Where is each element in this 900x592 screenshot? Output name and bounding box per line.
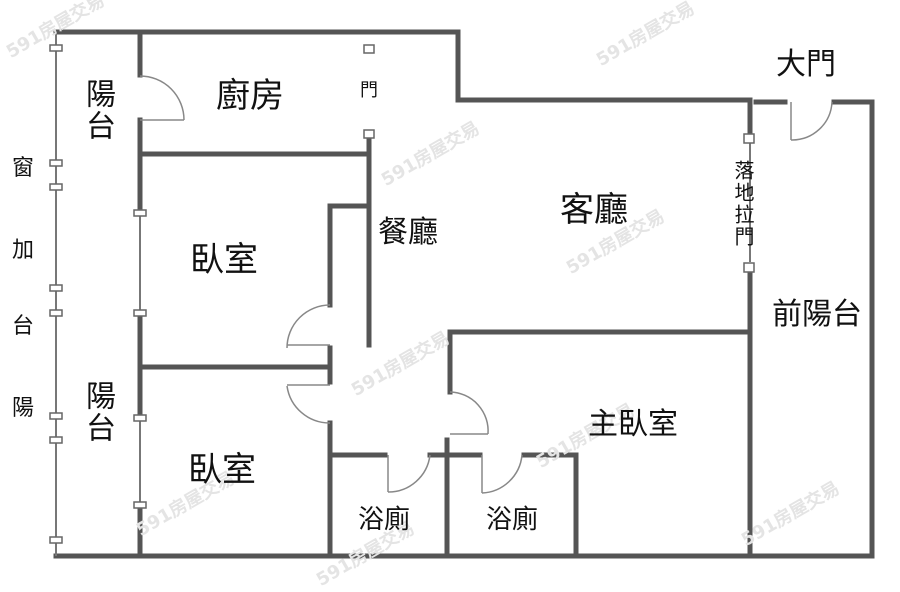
balcony-window-char: 陽 [12,396,35,421]
room-label-bedroom-2: 臥室 [188,450,256,490]
kitchen-door-label: 門 [357,80,378,100]
sliding-door-label: 落地拉門 [731,160,755,248]
room-label-kitchen: 廚房 [216,76,284,116]
balcony-window-char: 加 [12,238,35,263]
room-label-back-balcony-lower: 陽台 [80,380,115,444]
room-label-bedroom-1: 臥室 [190,240,258,280]
room-label-bathroom-2: 浴廁 [486,505,539,535]
window-markers [49,44,755,544]
walls [53,29,875,559]
room-label-back-balcony-upper: 陽台 [80,78,115,142]
room-label-living-room: 客廳 [560,190,628,230]
main-door-label: 大門 [776,47,836,82]
doors [139,75,833,494]
room-label-dining-room: 餐廳 [378,215,438,250]
balcony-window-char: 台 [12,314,35,339]
room-label-master-bedroom: 主臥室 [588,407,678,442]
balcony-window-char: 窗 [12,156,35,181]
room-label-front-balcony: 前陽台 [772,297,862,332]
room-label-bathroom-1: 浴廁 [358,505,411,535]
